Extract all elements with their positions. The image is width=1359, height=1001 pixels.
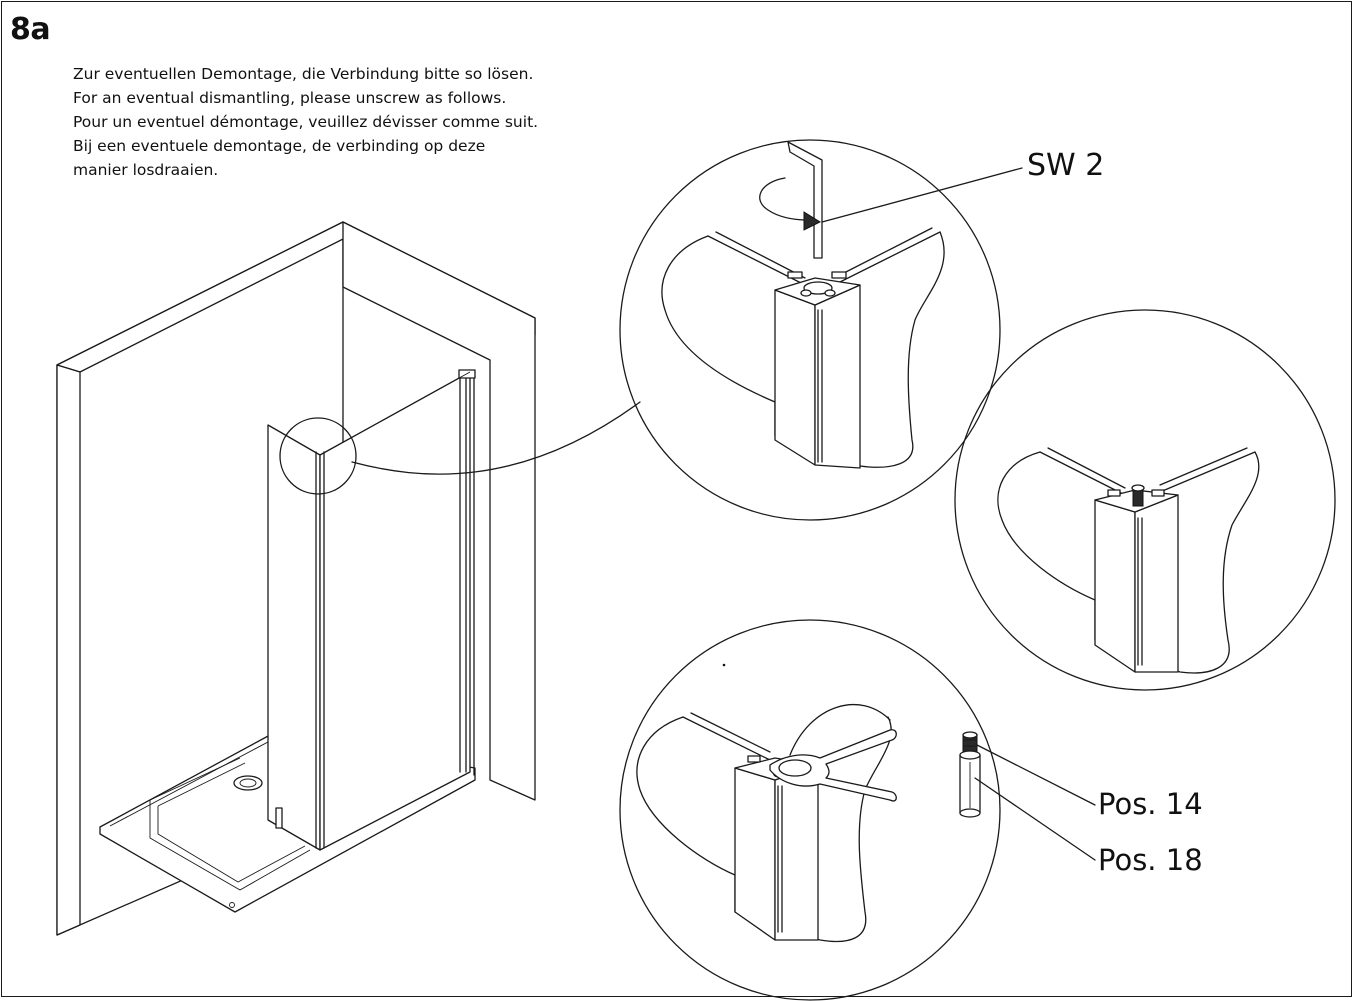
glass-front-panel: [319, 371, 471, 851]
instruction-line-fr: Pour un eventuel démontage, veuillez dév…: [73, 113, 539, 131]
rotation-arrow: [759, 177, 809, 221]
shower-enclosure: [56, 221, 641, 936]
detail-connector: [954, 309, 1336, 691]
instruction-text: Zur eventuellen Demontage, die Verbindun…: [73, 62, 633, 182]
pliers: [769, 729, 897, 802]
detail-allen-key: [619, 139, 1023, 521]
instruction-line-nl: Bij een eventuele demontage, de verbindi…: [73, 137, 486, 155]
step-number: 8a: [10, 12, 51, 47]
drain: [233, 775, 263, 791]
wall-left-edge: [56, 364, 81, 936]
removed-parts: [959, 731, 981, 818]
instruction-line-de: Zur eventuellen Demontage, die Verbindun…: [73, 65, 534, 83]
detail-pliers: [619, 619, 1096, 1001]
label-pos-18: Pos. 18: [1098, 843, 1203, 877]
instruction-line-en: For an eventual dismantling, please unsc…: [73, 89, 507, 107]
label-pos-14: Pos. 14: [1098, 787, 1203, 821]
allen-key: [787, 141, 823, 259]
detail-marker: [279, 417, 357, 495]
label-sw2: SW 2: [1027, 148, 1105, 183]
glass-side-panel: [267, 424, 321, 851]
instruction-line-nl-cont: manier losdraaien.: [73, 161, 219, 179]
